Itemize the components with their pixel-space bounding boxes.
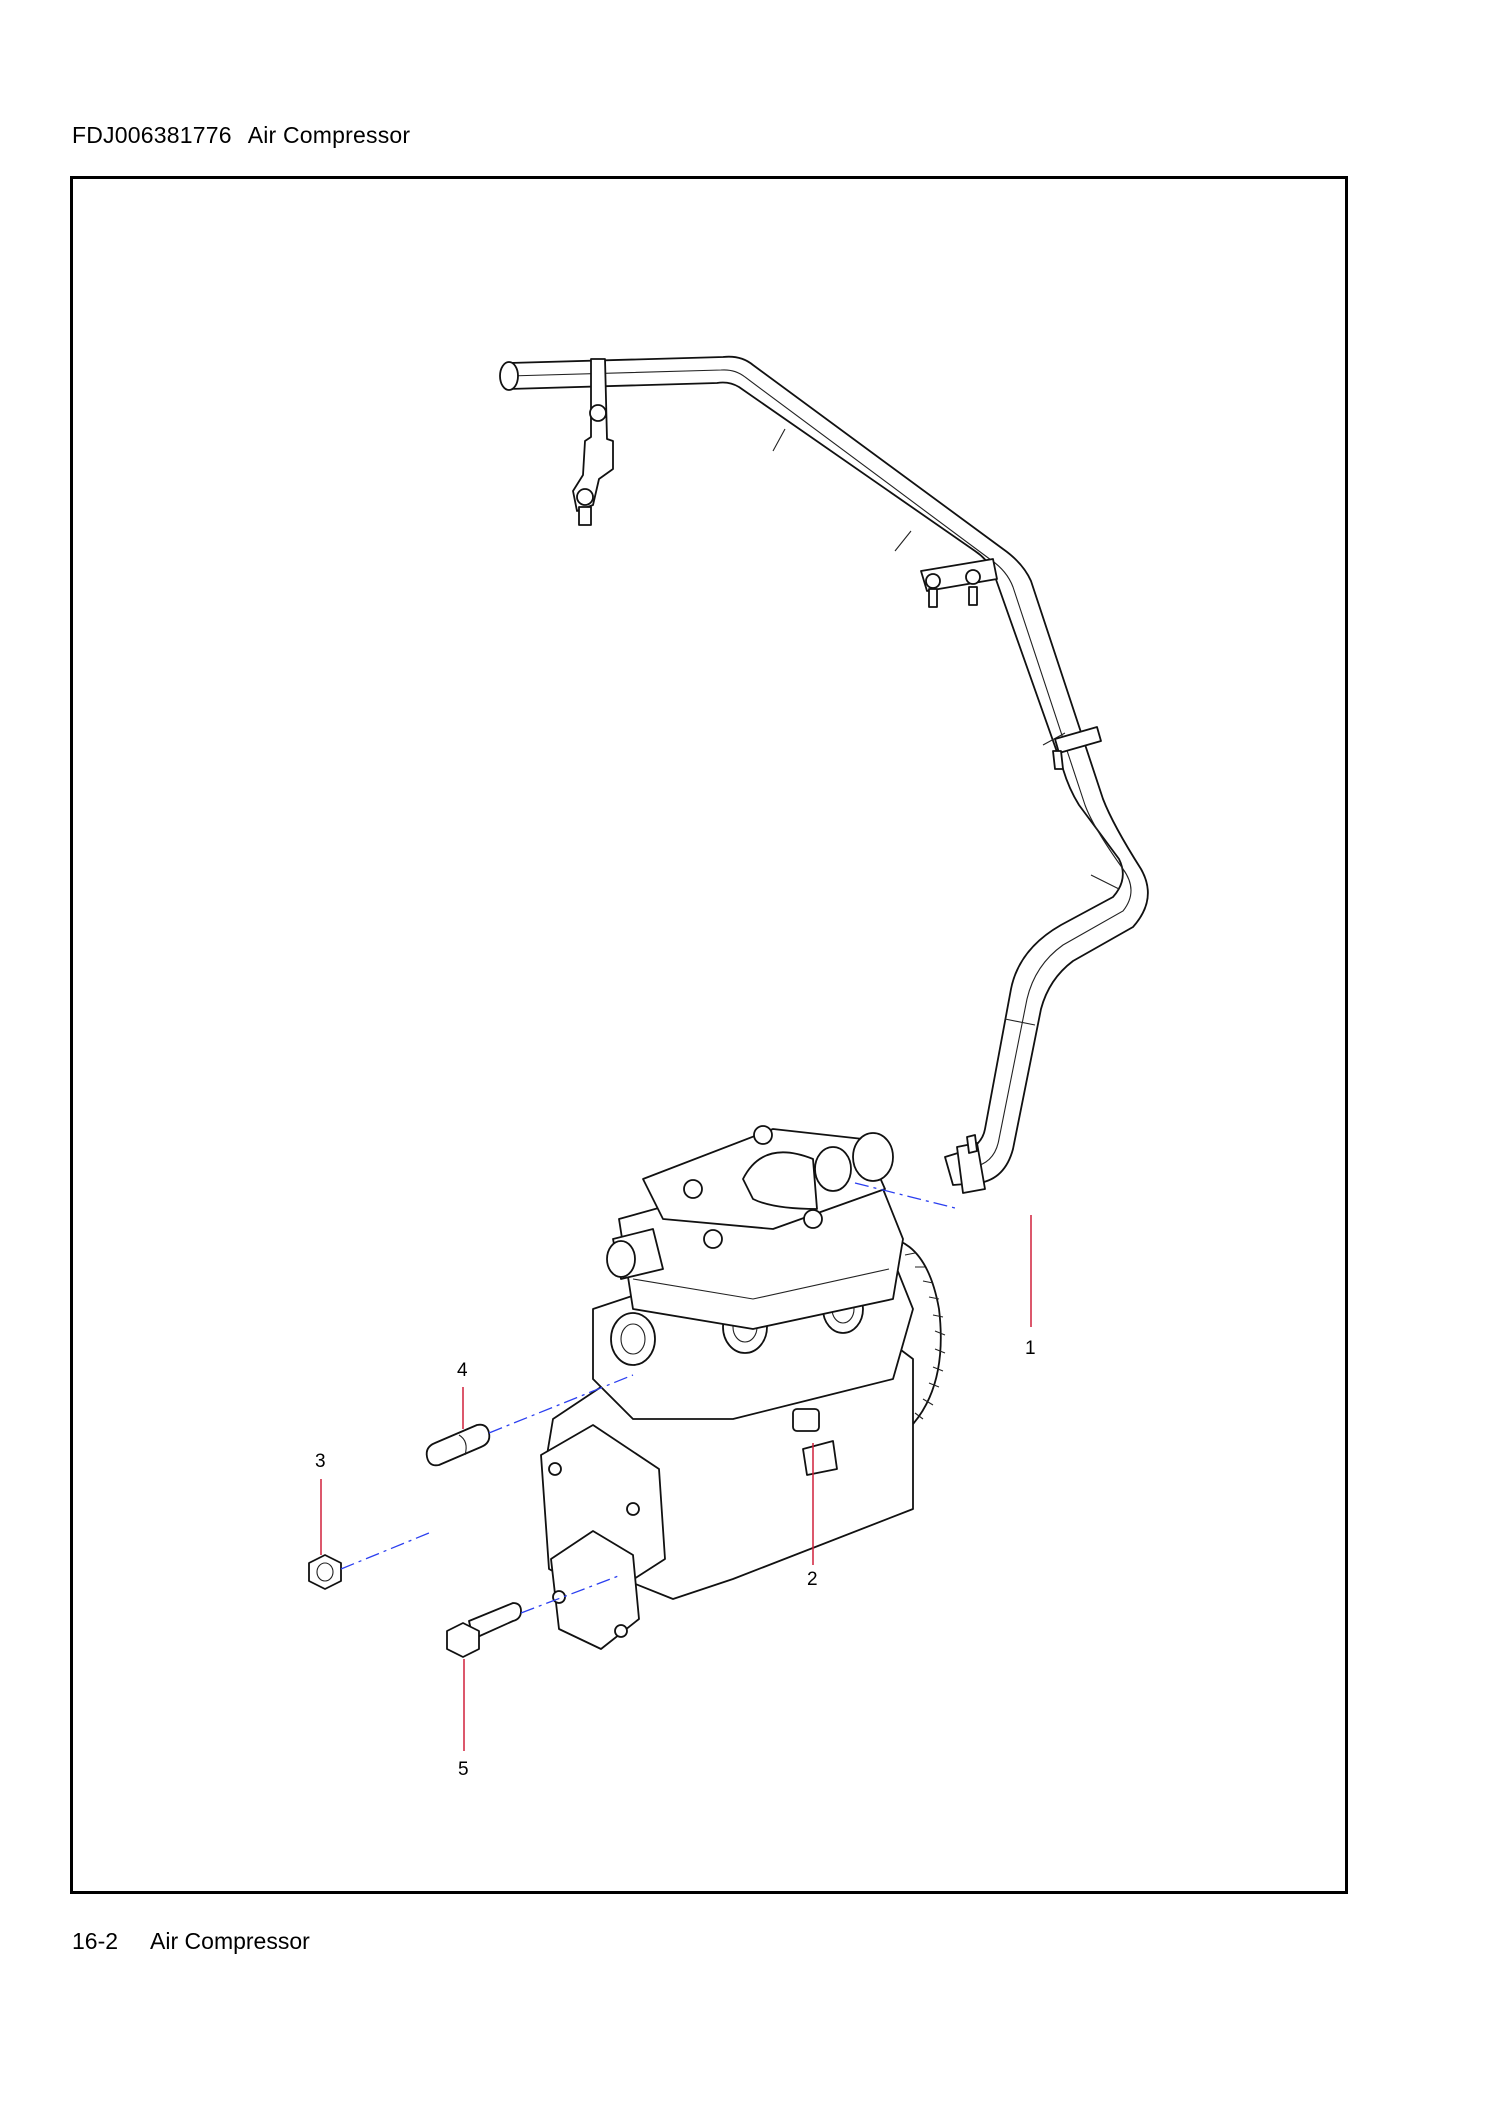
stud: [425, 1423, 491, 1467]
diagram-frame: 1 2 3 4 5: [70, 176, 1348, 1894]
page-number: 16-2: [72, 1928, 119, 1954]
callout-2: 2: [807, 1569, 818, 1590]
callout-1: 1: [1025, 1338, 1036, 1359]
callout-5: 5: [458, 1759, 469, 1780]
page-header: FDJ006381776 Air Compressor: [72, 122, 410, 149]
leader-lines: [320, 1215, 1032, 1751]
exploded-parts-diagram: 1 2 3 4 5: [308, 355, 1149, 1780]
page-footer: 16-2 Air Compressor: [72, 1928, 310, 1955]
compressor-assembly: [540, 1125, 946, 1650]
assembly-centerlines: [340, 1182, 960, 1614]
flange-bolt: [446, 1602, 522, 1658]
flange-nut: [308, 1554, 342, 1590]
callout-3: 3: [315, 1451, 326, 1472]
diagram-title: Air Compressor: [247, 122, 411, 148]
diagram-code: FDJ006381776: [72, 122, 232, 148]
section-title: Air Compressor: [150, 1928, 310, 1954]
pipe-assembly: [499, 355, 1149, 1194]
callout-4: 4: [457, 1360, 468, 1381]
callout-labels: 1 2 3 4 5: [315, 1338, 1036, 1780]
